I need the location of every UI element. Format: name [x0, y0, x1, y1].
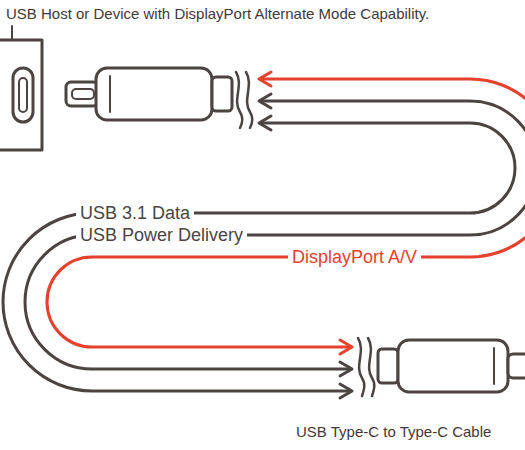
arrowhead — [259, 116, 271, 130]
plug-body — [96, 68, 212, 120]
arrowhead — [340, 384, 352, 398]
host-device — [0, 40, 42, 150]
cable-break — [246, 72, 252, 128]
cable-break — [368, 338, 374, 396]
arrowhead — [259, 72, 271, 86]
plug-body — [398, 340, 508, 392]
cable-caption: USB Type-C to Type-C Cable — [296, 423, 491, 440]
device-heading: USB Host or Device with DisplayPort Alte… — [6, 5, 429, 22]
leader-line — [11, 26, 13, 40]
plug-body-groove — [109, 76, 111, 112]
plug-tip-inner — [72, 89, 94, 99]
signal-label: USB 3.1 Data — [76, 203, 194, 224]
arrowhead — [340, 340, 352, 354]
plug-tip — [66, 82, 98, 106]
displayport-line — [47, 79, 525, 347]
cable-break — [358, 338, 364, 396]
cable-break — [236, 72, 242, 128]
power-delivery-line — [25, 101, 525, 369]
arrowhead — [259, 94, 271, 108]
strain-relief — [378, 349, 398, 383]
port-tongue — [19, 78, 27, 112]
signal-label: DisplayPort A/V — [288, 247, 421, 268]
type-c-port — [13, 68, 33, 122]
plug-tip — [508, 354, 525, 378]
arrowhead — [340, 362, 352, 376]
strain-relief — [212, 77, 232, 111]
signal-label: USB Power Delivery — [76, 225, 247, 246]
plug-body-groove — [493, 348, 495, 384]
